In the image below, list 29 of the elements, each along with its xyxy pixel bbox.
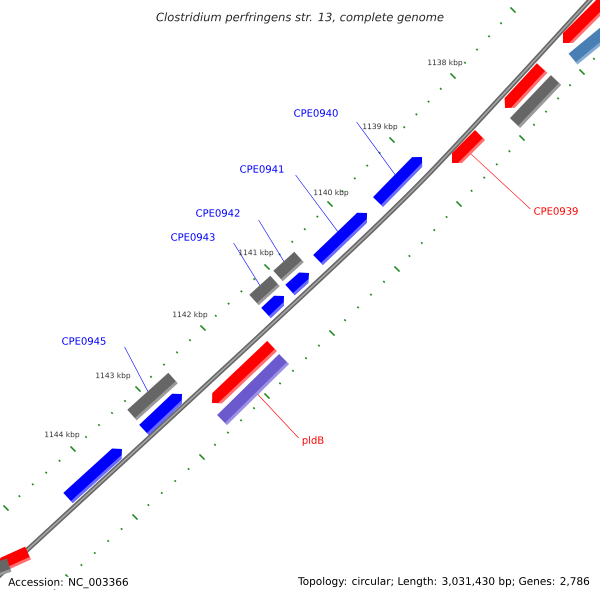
gene-feature xyxy=(452,130,485,163)
gene-feature xyxy=(285,272,309,296)
gene-feature xyxy=(510,75,562,128)
leader-line xyxy=(258,220,284,262)
gene-label: CPE0945 xyxy=(62,337,106,345)
gene-label: pldB xyxy=(302,436,324,446)
gene-feature xyxy=(217,354,289,425)
gene-feature xyxy=(63,448,122,504)
leader-line xyxy=(233,242,260,286)
gene-label: CPE0942 xyxy=(196,209,240,217)
gene-feature xyxy=(563,0,600,43)
gene-label: CPE0943 xyxy=(171,233,215,241)
leader-line xyxy=(124,346,148,392)
gene-feature xyxy=(139,394,182,436)
leader-line xyxy=(470,154,531,210)
leader-line xyxy=(295,174,338,232)
gene-label: CPE0940 xyxy=(294,109,338,117)
gene-label: CPE0941 xyxy=(240,165,284,173)
info-text: Topology: circular; Length: 3,031,430 bp; Genes: 2,786 xyxy=(298,576,590,588)
leader-line xyxy=(356,122,396,175)
leader-line xyxy=(258,394,299,438)
info-text: Accession: NC_003366 xyxy=(7,576,130,590)
gene-label: CPE0939 xyxy=(534,207,578,215)
gene-feature xyxy=(261,296,284,318)
gene-feature xyxy=(568,26,600,64)
title: Clostridium perfringens str. 13, complete genome xyxy=(156,12,444,24)
gene-feature xyxy=(313,212,367,266)
gene-feature xyxy=(373,157,422,207)
gene-feature xyxy=(0,558,12,577)
